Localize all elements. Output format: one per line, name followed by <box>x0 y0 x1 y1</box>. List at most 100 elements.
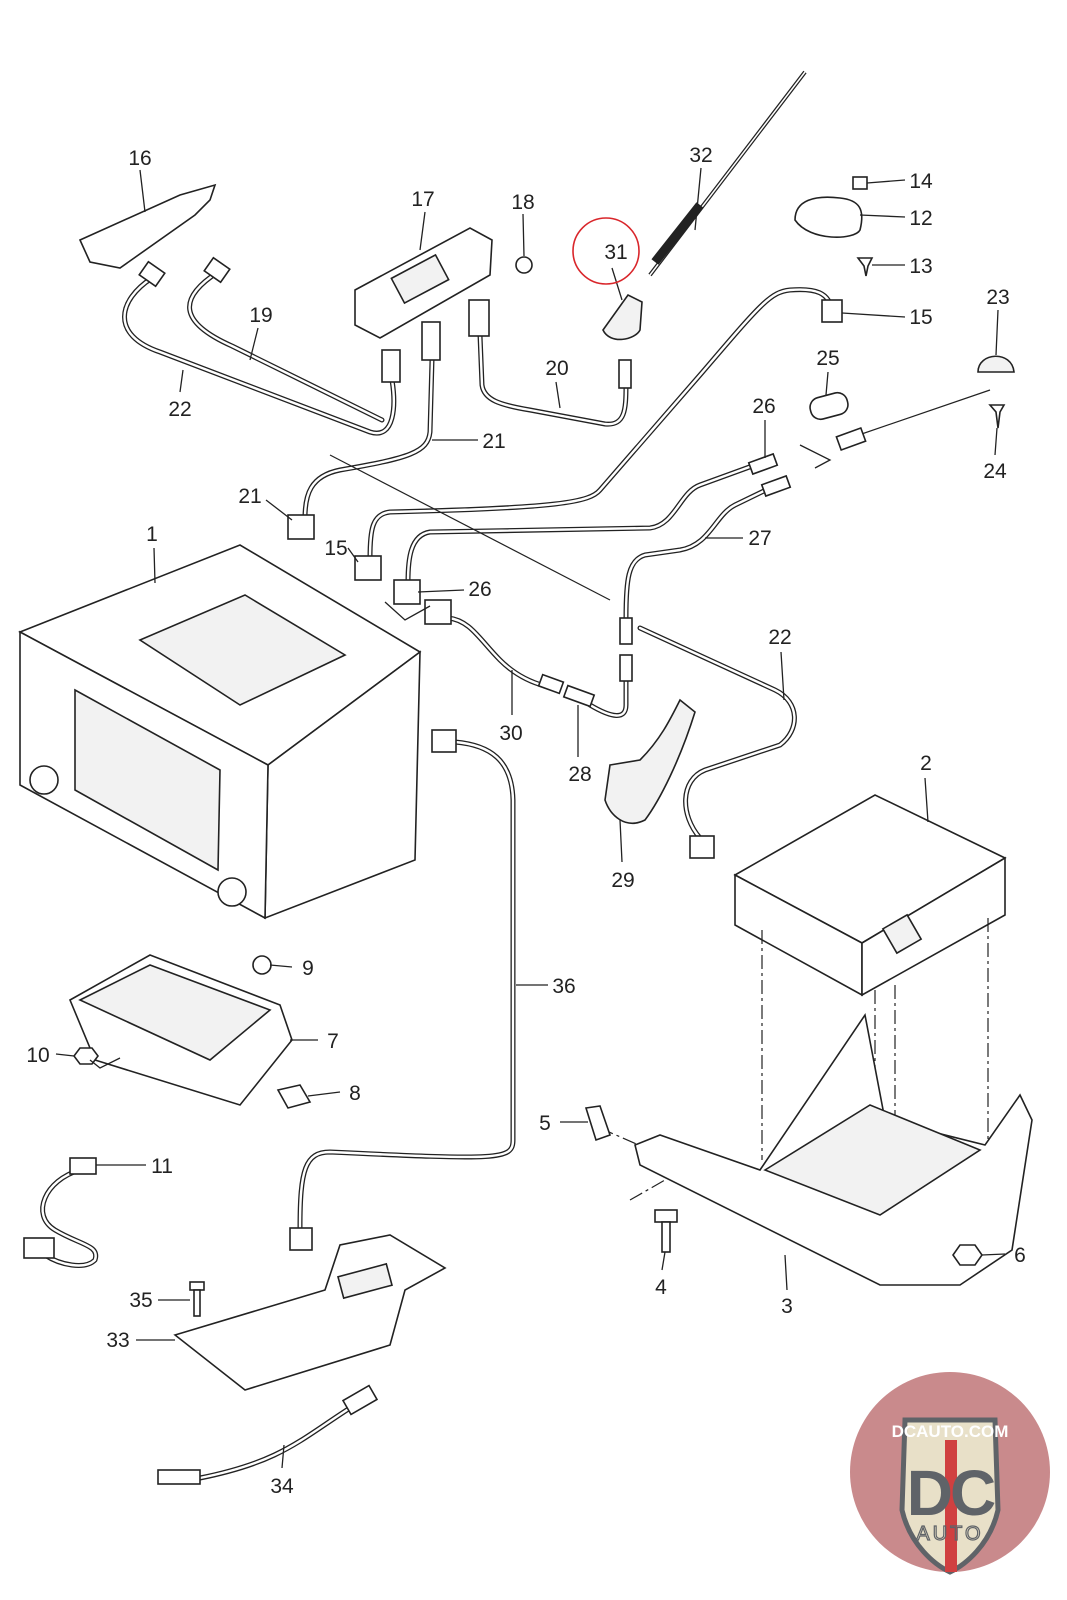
logo-top-text: DCAUTO.COM <box>892 1422 1009 1441</box>
cable-11 <box>40 1167 99 1268</box>
part-24-screw <box>988 404 1006 429</box>
cable-15 <box>367 287 835 561</box>
cable-34 <box>197 1405 353 1481</box>
part-29-bracket <box>604 698 696 825</box>
connector <box>431 729 457 753</box>
callout-33: 33 <box>106 1329 129 1352</box>
callout-21: 21 <box>238 485 261 508</box>
connector <box>287 514 315 540</box>
part-7-amplifier <box>68 954 293 1106</box>
connector <box>157 1469 201 1485</box>
callout-18: 18 <box>511 191 534 214</box>
callout-21: 21 <box>482 430 505 453</box>
part-16-antenna-module <box>78 183 217 269</box>
connector <box>468 299 490 337</box>
connectors <box>23 256 867 1485</box>
part-23-antenna-puck <box>977 355 1015 373</box>
callout-7: 7 <box>327 1030 339 1053</box>
part-10-nut <box>73 1047 99 1065</box>
cable-19 <box>187 269 385 423</box>
connector <box>23 1237 55 1259</box>
callout-25: 25 <box>816 347 839 370</box>
callout-26: 26 <box>468 578 491 601</box>
callout-15: 15 <box>324 537 347 560</box>
connector <box>341 1384 379 1416</box>
part-25-sleeve <box>809 391 849 421</box>
logo-sub-text: AUTO <box>916 1523 983 1545</box>
callout-3: 3 <box>781 1295 793 1318</box>
connector <box>619 654 633 682</box>
callout-8: 8 <box>349 1082 361 1105</box>
callout-13: 13 <box>909 255 932 278</box>
connector <box>393 579 421 605</box>
connector <box>138 260 166 288</box>
cable-20 <box>477 332 629 427</box>
connector <box>821 299 843 323</box>
connector <box>618 359 632 389</box>
logo-stripe <box>945 1440 957 1572</box>
cable-26 <box>405 462 758 585</box>
callout-22: 22 <box>768 626 791 649</box>
connector <box>69 1157 97 1175</box>
connector <box>747 452 779 476</box>
callout-24: 24 <box>983 460 1007 483</box>
part-3-mounting-bracket <box>634 1012 1033 1286</box>
callout-28: 28 <box>568 763 591 786</box>
callout-15: 15 <box>909 306 932 329</box>
part-18-clip <box>515 256 533 274</box>
cable-22-lower <box>637 625 797 841</box>
callout-6: 6 <box>1014 1244 1026 1267</box>
connector <box>424 599 452 625</box>
connector <box>562 684 596 708</box>
callout-2: 2 <box>920 752 932 775</box>
connector <box>760 474 792 498</box>
part-6-nut <box>952 1244 983 1266</box>
callout-35: 35 <box>129 1289 152 1312</box>
callout-31: 31 <box>604 241 627 264</box>
callout-26: 26 <box>752 395 775 418</box>
callout-30: 30 <box>499 722 522 745</box>
callout-4: 4 <box>655 1276 667 1299</box>
connector <box>289 1227 313 1251</box>
cables <box>40 269 991 1481</box>
part-14-nut <box>852 176 868 190</box>
part-8-clip <box>276 1084 312 1109</box>
part-12-module <box>794 196 863 238</box>
connector <box>619 617 633 645</box>
cable-22-middle-line <box>329 454 611 601</box>
callout-27: 27 <box>748 527 771 550</box>
callout-12: 12 <box>909 207 932 230</box>
antenna-23-wire <box>849 389 991 439</box>
callout-29: 29 <box>611 869 634 892</box>
part-31-antenna-base <box>602 293 643 341</box>
part-2-navigation-module <box>733 794 1007 997</box>
part-5-clip <box>584 1105 612 1142</box>
logo-main-text: DC <box>907 1457 995 1529</box>
connector <box>421 321 441 361</box>
callout-17: 17 <box>411 188 434 211</box>
callout-36: 36 <box>552 975 575 998</box>
callout-32: 32 <box>689 144 712 167</box>
callout-34: 34 <box>270 1475 294 1498</box>
cable-21 <box>302 357 435 521</box>
cable-22-upper <box>122 275 397 436</box>
part-33-console-plate <box>173 1234 447 1391</box>
part-4-bolt <box>654 1209 678 1253</box>
callout-10: 10 <box>26 1044 49 1067</box>
callout-9: 9 <box>302 957 314 980</box>
connector <box>203 256 231 284</box>
connector <box>689 835 715 859</box>
cable-30 <box>445 615 548 689</box>
part-35-screw <box>189 1281 205 1317</box>
callout-14: 14 <box>909 170 933 193</box>
highlight-circle-31 <box>572 217 640 285</box>
connector <box>381 349 401 383</box>
cable-27 <box>587 485 773 718</box>
callout-1: 1 <box>146 523 158 546</box>
callout-23: 23 <box>986 286 1009 309</box>
connector <box>835 426 867 452</box>
callout-19: 19 <box>249 304 272 327</box>
